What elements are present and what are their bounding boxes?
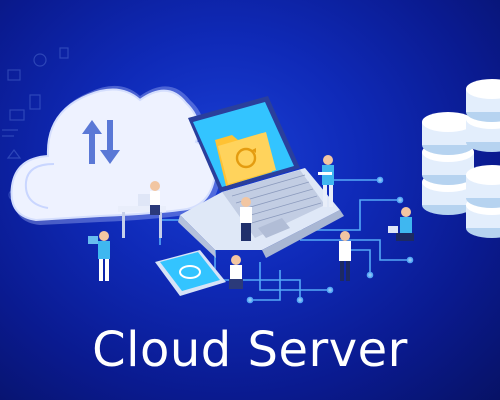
headline-title: Cloud Server xyxy=(92,322,408,378)
upload-download-arrows-icon xyxy=(82,120,120,164)
window-icon xyxy=(9,109,25,121)
triangle-icon xyxy=(6,149,22,159)
phone-sync-icon xyxy=(155,250,226,296)
cloud-icon xyxy=(10,85,223,225)
lines-icon xyxy=(2,129,18,137)
person-icon xyxy=(88,155,414,289)
decorative-tech-icons xyxy=(2,47,69,201)
server-stack-icon xyxy=(422,79,500,238)
file-icon xyxy=(29,94,41,110)
folder-sync-icon xyxy=(215,132,276,186)
doc-icon xyxy=(7,69,21,81)
lock-icon xyxy=(59,47,69,59)
circle-icon xyxy=(33,53,47,67)
